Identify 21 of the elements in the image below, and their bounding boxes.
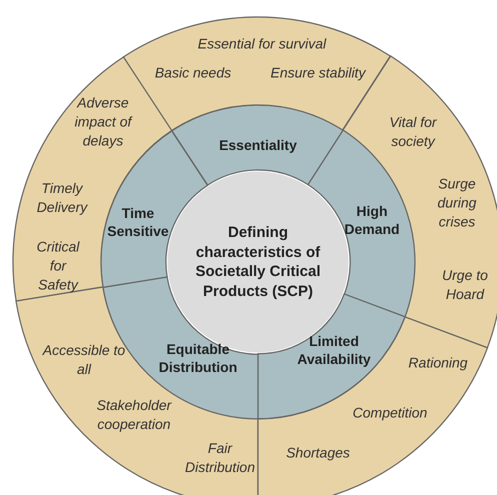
attribute-text: Essential for survival (196, 34, 328, 54)
attribute-text: Timely Delivery (36, 179, 89, 217)
center-title: Defining characteristics of Societally Critical Products (SCP) (194, 223, 322, 301)
attribute-text: Accessible to all (41, 341, 126, 379)
attribute-text: Critical for Safety (36, 238, 81, 294)
attribute-text: Vital for society (388, 113, 438, 151)
attribute-text: Fair Distribution (184, 439, 256, 477)
attribute-text: Rationing (407, 354, 469, 372)
attribute-text: Stakeholder cooperation (96, 396, 173, 434)
attribute-text: Adverse impact of delays (74, 94, 134, 150)
characteristic-label: Equitable Distribution (158, 340, 238, 376)
characteristic-label: Time Sensitive (106, 204, 170, 240)
characteristic-label: Limited Availability (296, 332, 372, 368)
characteristic-label: Essentiality (218, 136, 298, 154)
characteristic-label: High Demand (343, 202, 401, 238)
attribute-text: Shortages (285, 444, 351, 462)
attribute-text: Basic needs (154, 64, 232, 82)
attribute-text: Competition (352, 404, 428, 422)
attribute-text: Urge to Hoard (441, 266, 489, 304)
attribute-text: Surge during crises (436, 174, 478, 232)
attribute-text: Ensure stability (270, 64, 367, 82)
